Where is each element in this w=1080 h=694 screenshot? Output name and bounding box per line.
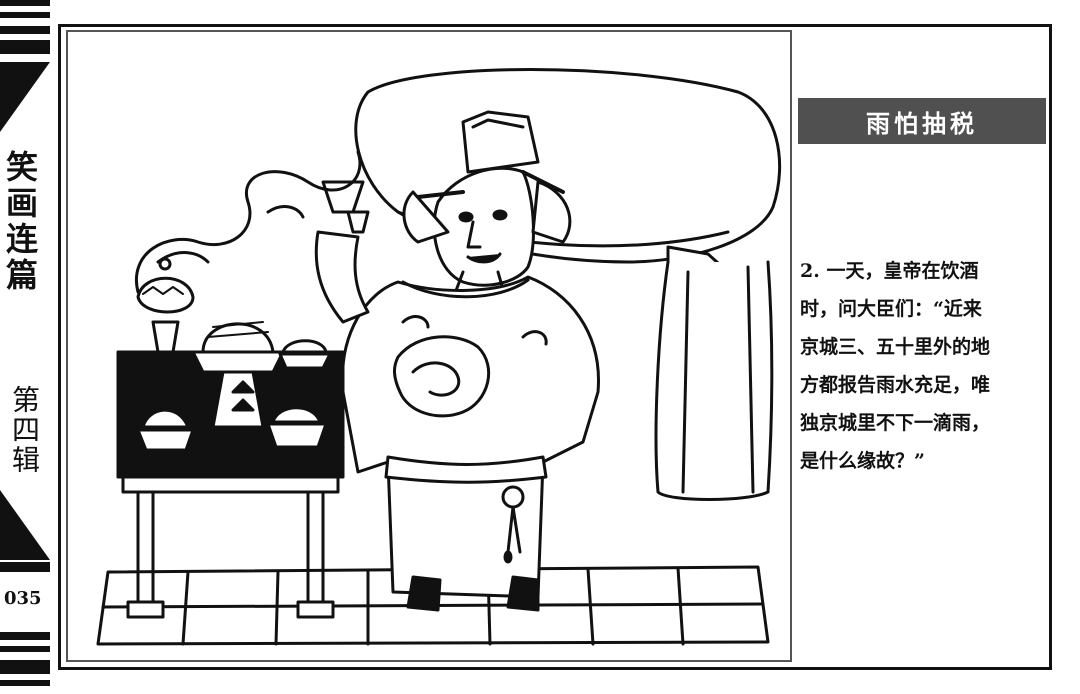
spine-bar (0, 680, 50, 686)
page-number: 035 (4, 588, 42, 609)
raised-arm-with-cup (314, 180, 370, 324)
caption-line: 京城三、五十里外的地 (800, 336, 991, 358)
emperor-drinking-illustration (96, 68, 782, 646)
story-caption: 2. 一天，皇帝在饮酒 时，问大臣们：“近来 京城三、五十里外的地 方都报告雨水… (800, 252, 1050, 480)
spine-triangle (0, 490, 50, 560)
caption-line: 方都报告雨水充足，唯 (800, 374, 991, 396)
caption-line: 是什么缘故？” (800, 450, 925, 472)
spine-bar (0, 562, 50, 572)
volume-label: 第四辑 (8, 385, 41, 475)
spine-bar (0, 646, 50, 652)
caption-line: 时，问大臣们：“近来 (800, 298, 982, 320)
spine-bar (0, 0, 50, 6)
spine-bar (0, 12, 50, 18)
caption-line: 2. 一天，皇帝在饮酒 (800, 260, 979, 282)
emperor-head (402, 110, 572, 314)
spine-bar (0, 26, 50, 34)
spine-bar (0, 660, 50, 674)
series-title: 笑画连篇 (1, 150, 39, 294)
spine-bar (0, 632, 50, 640)
incense-smoke (134, 150, 362, 294)
book-spine: 笑画连篇 第四辑 035 (0, 0, 52, 694)
comic-panel (66, 30, 792, 662)
spine-bar (0, 40, 50, 54)
offering-table (116, 257, 345, 619)
caption-line: 独京城里不下一滴雨， (800, 412, 991, 434)
page-frame (58, 24, 1052, 670)
spine-triangle (0, 62, 50, 132)
emperor-robe (340, 275, 600, 612)
story-title: 雨怕抽税 (798, 98, 1046, 144)
